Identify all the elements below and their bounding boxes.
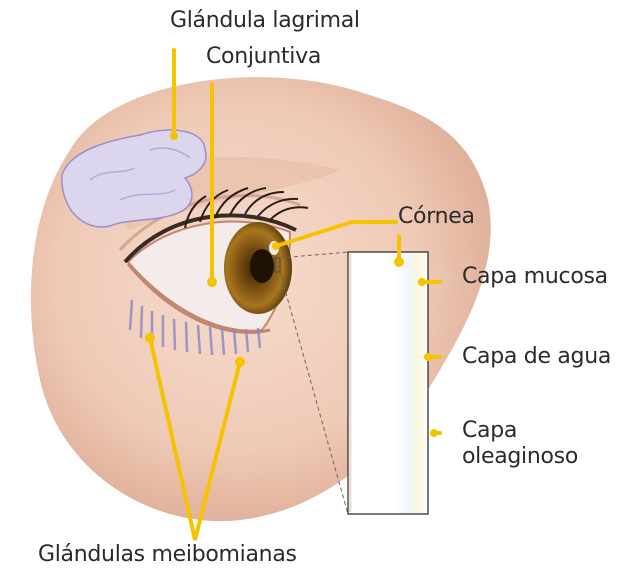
- conjunctiva-label: Conjuntiva: [206, 44, 321, 70]
- water-layer-label: Capa de agua: [462, 344, 611, 370]
- cornea-label: Córnea: [398, 204, 475, 230]
- tear-film-inset: [348, 252, 428, 514]
- pupil: [250, 249, 274, 283]
- oily-layer-label-line1: Capa: [462, 418, 582, 444]
- lacrimal-gland-label: Glándula lagrimal: [170, 8, 360, 34]
- mucous-layer-label: Capa mucosa: [462, 264, 608, 290]
- meibomian-glands-label: Glándulas meibomianas: [38, 542, 297, 568]
- oily-layer-label: Capa oleaginoso: [462, 418, 582, 470]
- oily-layer-label-line2: oleaginoso: [462, 444, 582, 470]
